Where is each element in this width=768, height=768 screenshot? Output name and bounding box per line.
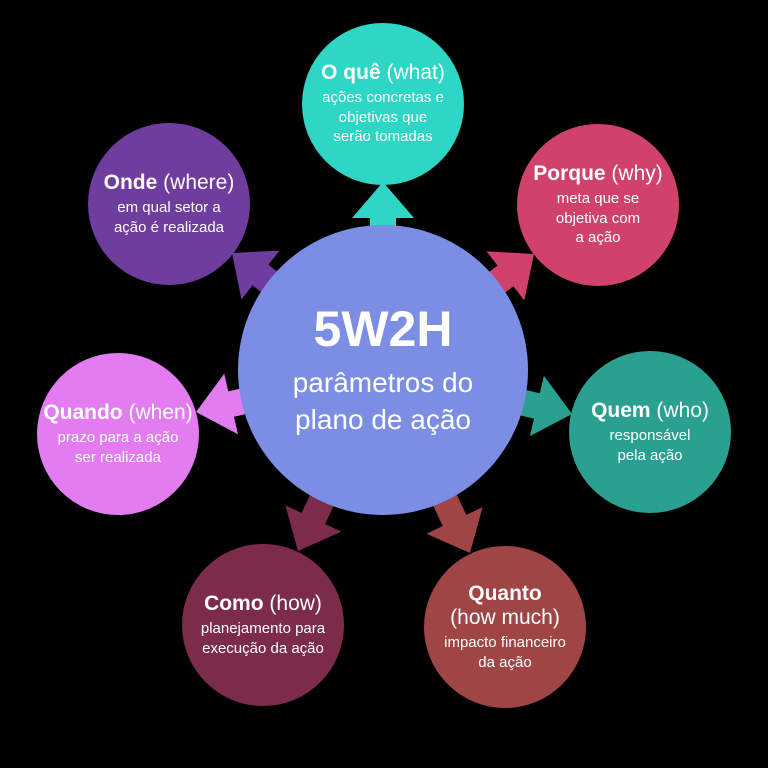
center-node-5w2h: 5W2H parâmetros do plano de ação — [238, 225, 528, 515]
node-title: Porque (why) — [533, 162, 663, 186]
node-line: responsável — [609, 427, 691, 445]
node-title-bold: Como — [204, 591, 264, 615]
node-line: da ação — [478, 653, 532, 671]
node-title: Quando (when) — [43, 401, 192, 425]
node-line: a ação — [575, 229, 621, 247]
node-title-bold: Quem — [591, 398, 651, 422]
node-line: objetiva com — [555, 209, 641, 227]
node-line: em qual setor a — [117, 199, 221, 217]
node-o-que: O quê (what) ações concretas e objetivas… — [302, 23, 464, 185]
node-line: execução da ação — [202, 639, 324, 657]
node-title-paren: (what) — [386, 61, 445, 85]
node-title: O quê (what) — [321, 61, 445, 85]
node-line: prazo para a ação — [57, 429, 179, 447]
node-line: pela ação — [617, 446, 683, 464]
node-line: planejamento para — [200, 620, 326, 638]
node-title-bold: Onde — [103, 170, 158, 194]
arrow-o-que-icon — [352, 182, 414, 244]
center-subtitle-line: parâmetros do — [292, 367, 474, 399]
node-title-paren: (who) — [656, 398, 709, 422]
node-quanto: Quanto (how much) impacto financeiro da … — [424, 546, 586, 708]
node-line: ser realizada — [75, 448, 161, 466]
node-title: Como (how) — [204, 592, 322, 616]
node-title: Onde (where) — [104, 171, 235, 195]
node-title-bold: Porque — [533, 162, 606, 186]
node-porque: Porque (why) meta que se objetiva com a … — [517, 124, 679, 286]
arrow-quanto-icon — [426, 491, 483, 553]
node-line: serão tomadas — [333, 128, 433, 146]
node-title-bold: O quê — [321, 61, 381, 85]
node-title: Quanto (how much) — [450, 582, 560, 630]
node-title-paren: (where) — [163, 170, 235, 194]
node-title-paren: (when) — [128, 400, 193, 424]
node-title-paren: (how) — [269, 591, 322, 615]
node-title-bold: Quanto — [468, 581, 542, 605]
node-quem: Quem (who) responsável pela ação — [569, 351, 731, 513]
center-subtitle-line: plano de ação — [295, 403, 471, 435]
node-title: Quem (who) — [591, 399, 709, 423]
node-title-paren: (how much) — [450, 606, 560, 629]
node-line: meta que se — [556, 190, 640, 208]
arrow-como-icon — [285, 489, 342, 551]
node-line: impacto financeiro — [444, 634, 566, 652]
node-quando: Quando (when) prazo para a ação ser real… — [37, 353, 199, 515]
node-onde: Onde (where) em qual setor a ação é real… — [88, 123, 250, 285]
node-line: objetivas que — [338, 108, 428, 126]
node-title-bold: Quando — [43, 400, 123, 424]
node-line: ações concretas e — [322, 89, 444, 107]
node-line: ação é realizada — [113, 218, 225, 236]
node-title-paren: (why) — [611, 162, 663, 186]
node-como: Como (how) planejamento para execução da… — [182, 544, 344, 706]
center-heading: 5W2H — [313, 301, 453, 358]
